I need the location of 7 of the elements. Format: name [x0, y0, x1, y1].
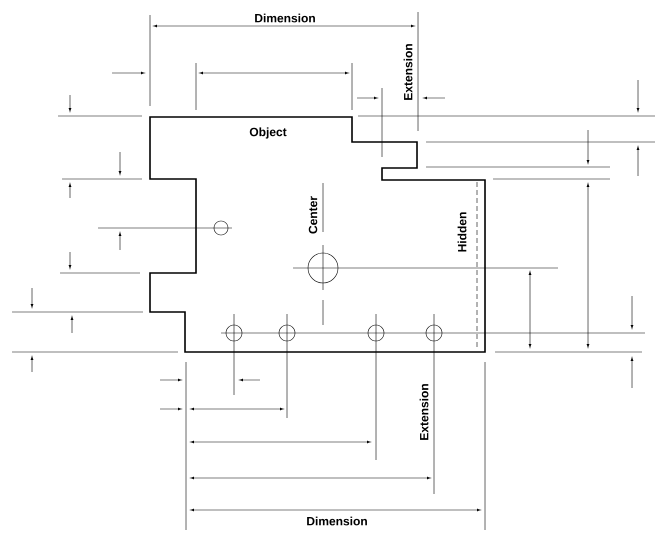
- line-type-label: Extension: [402, 42, 414, 102]
- line-type-label: Dimension: [305, 516, 369, 526]
- line-type-label: Hidden: [456, 210, 468, 254]
- line-type-label: Dimension: [253, 12, 317, 24]
- line-type-label: Object: [248, 126, 288, 140]
- line-type-label: Center: [308, 195, 318, 236]
- line-type-label: Extension: [418, 382, 430, 442]
